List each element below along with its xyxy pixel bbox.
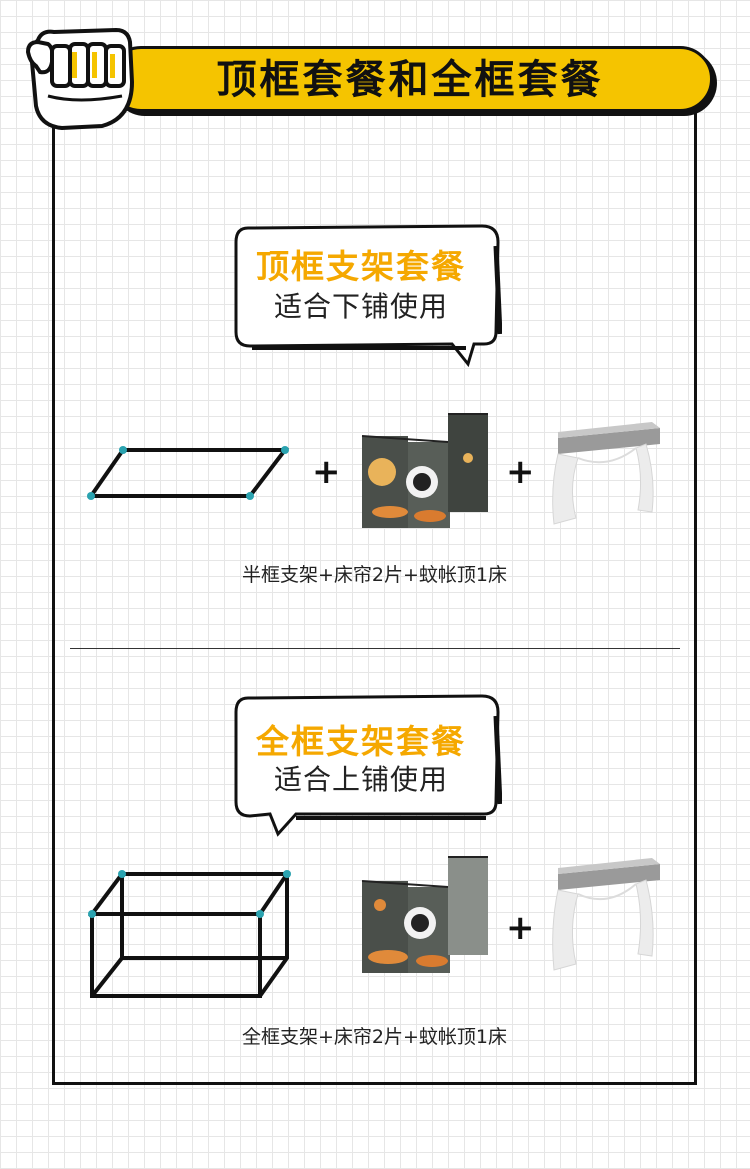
- header-banner: [108, 46, 713, 112]
- speech-bubble-full: [234, 694, 502, 837]
- package-top-subtitle: 适合下铺使用: [273, 290, 448, 323]
- page-title: 顶框套餐和全框套餐: [216, 57, 604, 103]
- plus-sign: +: [312, 452, 341, 492]
- bed-curtain-illustration: [361, 413, 488, 528]
- plus-sign: +: [506, 452, 535, 492]
- package-full-subtitle: 适合上铺使用: [273, 763, 448, 796]
- package-top-title: 顶框支架套餐: [256, 247, 466, 286]
- full-frame-illustration: [88, 870, 291, 998]
- fist-icon: [25, 27, 135, 131]
- mosquito-net-illustration: [552, 422, 660, 525]
- plus-sign: +: [506, 908, 535, 948]
- section-divider: [70, 648, 680, 649]
- speech-bubble-top: [234, 224, 502, 368]
- package-full-caption: 全框支架+床帘2片+蚊帐顶1床: [241, 1026, 508, 1048]
- half-frame-illustration: [87, 446, 290, 500]
- mosquito-net-illustration: [552, 858, 660, 971]
- package-full-title: 全框支架套餐: [256, 722, 466, 761]
- bed-curtain-illustration: [361, 856, 488, 973]
- package-top-caption: 半框支架+床帘2片+蚊帐顶1床: [241, 564, 508, 586]
